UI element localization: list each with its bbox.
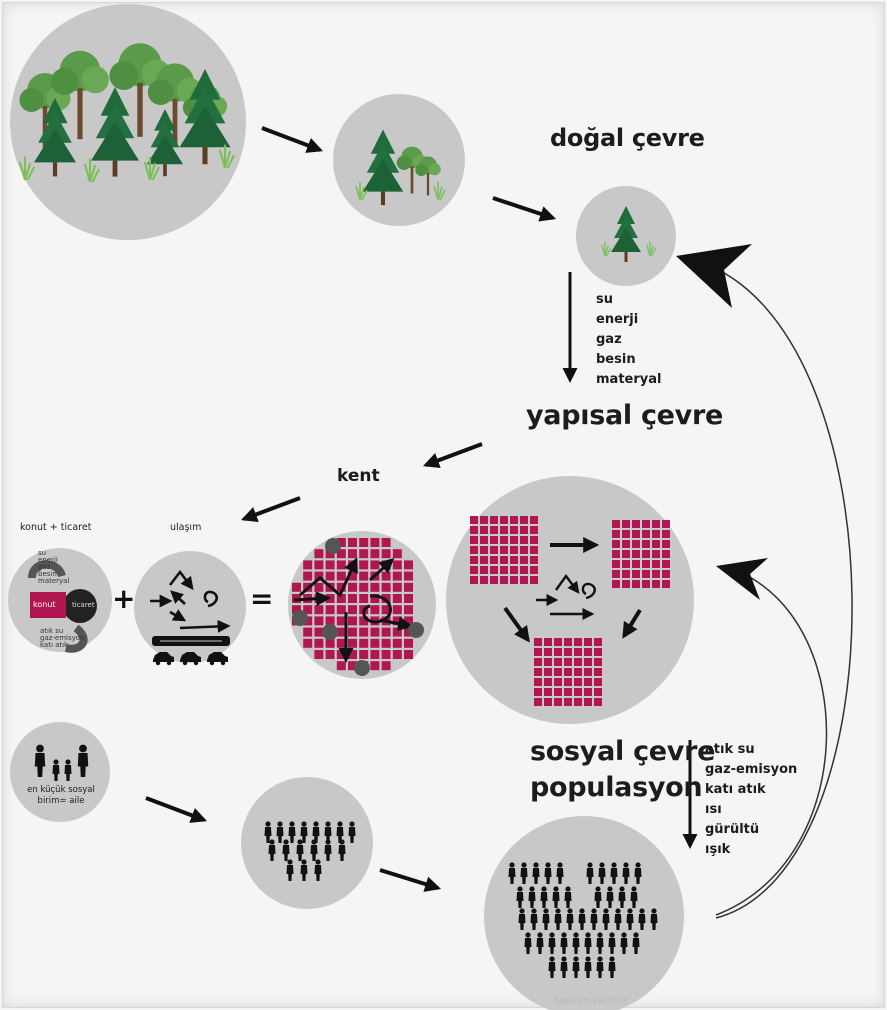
built-environment-label: yapısal çevre <box>526 400 723 431</box>
plus-sign: + <box>112 582 136 615</box>
natural-environment-label: doğal çevre <box>550 124 705 152</box>
transport-label: ulaşım <box>170 522 202 533</box>
waste-item: ışık <box>705 842 731 857</box>
arrow-icon <box>676 244 752 308</box>
housing-block-label: konut <box>33 600 56 609</box>
arrow-icon <box>379 868 442 892</box>
network-arrows-icon <box>503 537 642 643</box>
inflow-item: besin <box>38 570 57 578</box>
city-nodes <box>292 538 424 676</box>
resource-item: besin <box>596 352 636 367</box>
city-flow-arrows-icon <box>293 557 413 663</box>
arrow-icon <box>492 196 557 222</box>
arrow-icon <box>241 496 301 522</box>
urban-grid-network <box>470 516 670 706</box>
resource-item: materyal <box>596 372 662 387</box>
resource-inflow-icon <box>28 560 66 579</box>
housing-outflow-list: atık su gaz-emisyon katı atık <box>40 628 85 649</box>
transport-circle <box>134 551 246 663</box>
family-circle <box>10 722 110 822</box>
waste-outflow-icon <box>64 624 88 653</box>
arrow-icon <box>145 796 207 823</box>
car-icon <box>153 652 228 666</box>
housing-inflow-list: su enerji gaz besin materyal <box>38 550 69 585</box>
arrow-icon <box>716 558 768 600</box>
city-label: kent <box>337 466 380 486</box>
waste-item: atık su <box>705 742 755 757</box>
community-circle <box>241 777 373 909</box>
housing-label: konut + ticaret <box>20 522 92 533</box>
arrow-icon <box>261 126 323 153</box>
feedback-arc-built <box>715 569 828 916</box>
outflow-item: atık su <box>40 627 64 635</box>
society-label: toplum+kültür <box>555 996 628 1007</box>
feedback-arc-natural <box>699 261 853 919</box>
inflow-item: enerji <box>38 556 58 564</box>
commerce-label: ticaret <box>72 601 95 609</box>
inflow-item: materyal <box>38 577 70 585</box>
outflow-item: gaz-emisyon <box>40 634 85 642</box>
waste-item: ısı <box>705 802 722 817</box>
housing-block <box>30 592 66 618</box>
resource-list: su enerji gaz besin materyal <box>596 290 661 390</box>
transport-arrows-icon <box>150 569 231 633</box>
outflow-item: katı atık <box>40 641 69 649</box>
waste-item: katı atık <box>705 782 766 797</box>
inflow-item: su <box>38 549 47 557</box>
network-circle <box>446 476 694 724</box>
arrow-icon <box>423 442 483 468</box>
train-icon <box>152 636 230 646</box>
equals-sign: = <box>250 582 274 615</box>
resource-item: enerji <box>596 312 639 327</box>
network-center-arrows-icon <box>536 573 596 620</box>
resource-item: gaz <box>596 332 622 347</box>
inflow-item: gaz <box>38 563 51 571</box>
social-environment-label: sosyal çevre <box>530 736 716 767</box>
waste-item: gürültü <box>705 822 760 837</box>
commerce-disc <box>63 589 97 623</box>
resource-item: su <box>596 292 613 307</box>
waste-item: gaz-emisyon <box>705 762 798 777</box>
family-label: en küçük sosyal birim= aile <box>27 785 95 806</box>
population-label: populasyon <box>530 772 703 803</box>
waste-list: atık su gaz-emisyon katı atık ısı gürült… <box>705 740 797 860</box>
